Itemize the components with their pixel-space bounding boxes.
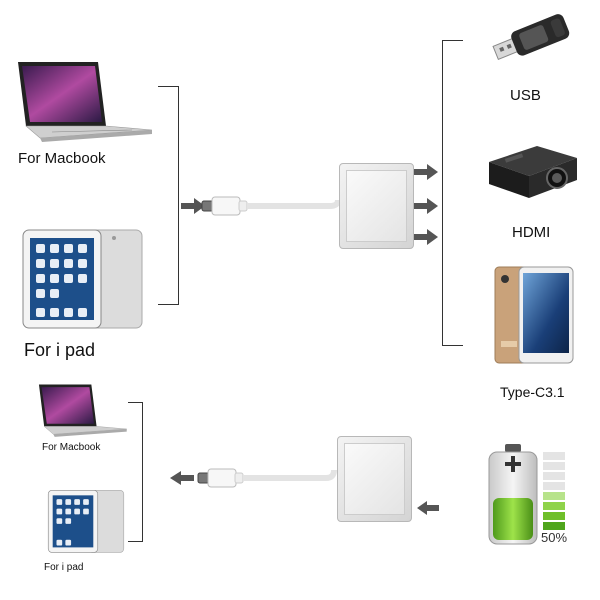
adapter-hub [337,436,412,522]
projector-image [489,146,577,198]
arrow-right-icon [414,164,438,180]
hdmi-label: HDMI [512,224,551,241]
usb-label: USB [510,87,541,104]
arrow-left-icon [170,471,194,485]
input-bracket [128,402,143,542]
ipad-label: For i pad [24,340,96,360]
ipad-label: For i pad [44,562,84,573]
usb-c-cable [197,468,337,488]
output-bracket [442,40,463,346]
ipad-image [47,489,125,553]
phone-image [494,266,574,364]
arrow-right-icon [414,198,438,214]
arrow-right-icon [181,198,205,214]
adapter-hub [339,163,414,249]
macbook-label: For Macbook [18,150,106,167]
arrow-right-icon [414,229,438,245]
usb-c-cable [201,196,341,216]
typec-label: Type-C3.1 [500,384,565,400]
macbook-image [38,384,127,437]
arrow-left-icon [417,501,439,515]
macbook-image [18,62,153,142]
macbook-label: For Macbook [42,442,101,453]
ipad-image [22,229,143,329]
battery-icon [488,444,565,545]
usb-drive-image [492,14,570,61]
input-bracket [158,86,179,305]
battery-level-label: 50% [541,530,568,545]
